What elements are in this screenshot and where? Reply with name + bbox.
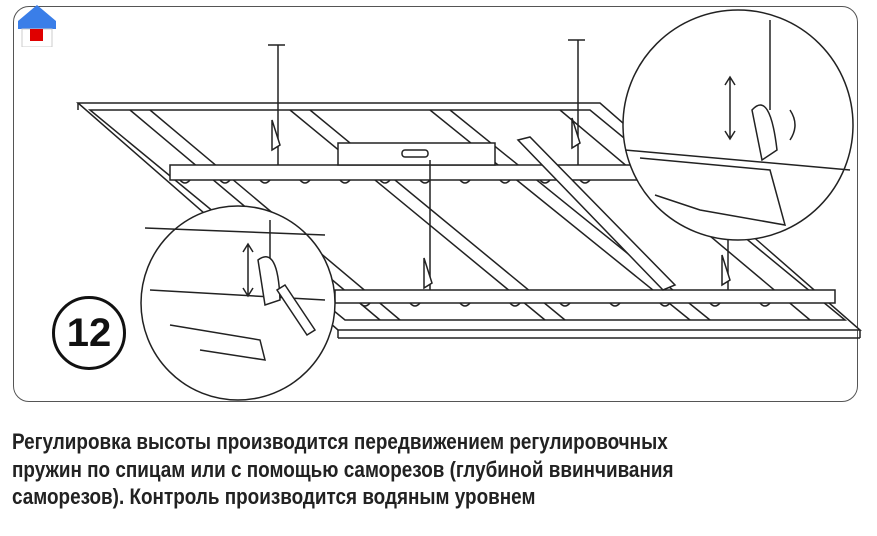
caption-line: Регулировка высоты производится передвиж… [12,429,668,454]
caption: Регулировка высоты производится передвиж… [12,428,852,511]
caption-line: саморезов). Контроль производится водяны… [12,484,536,509]
level-box [337,142,496,166]
screwdriver-icon [275,283,317,337]
up-down-arrow-icon [242,242,254,298]
carrier-rail-2 [334,289,836,307]
detail-circle-left [140,205,336,401]
cross-beam [516,136,677,291]
diagram-frame [13,6,858,402]
detail-circle-right [622,9,854,241]
home-icon[interactable] [14,3,60,47]
level-bubble [401,149,429,158]
caption-line: пружин по спицам или с помощью саморезов… [12,456,674,482]
up-down-arrow-icon [724,75,736,141]
step-number: 12 [52,296,126,370]
ceiling-installation-diagram [76,9,862,401]
rotate-arrow-icon [789,109,796,141]
